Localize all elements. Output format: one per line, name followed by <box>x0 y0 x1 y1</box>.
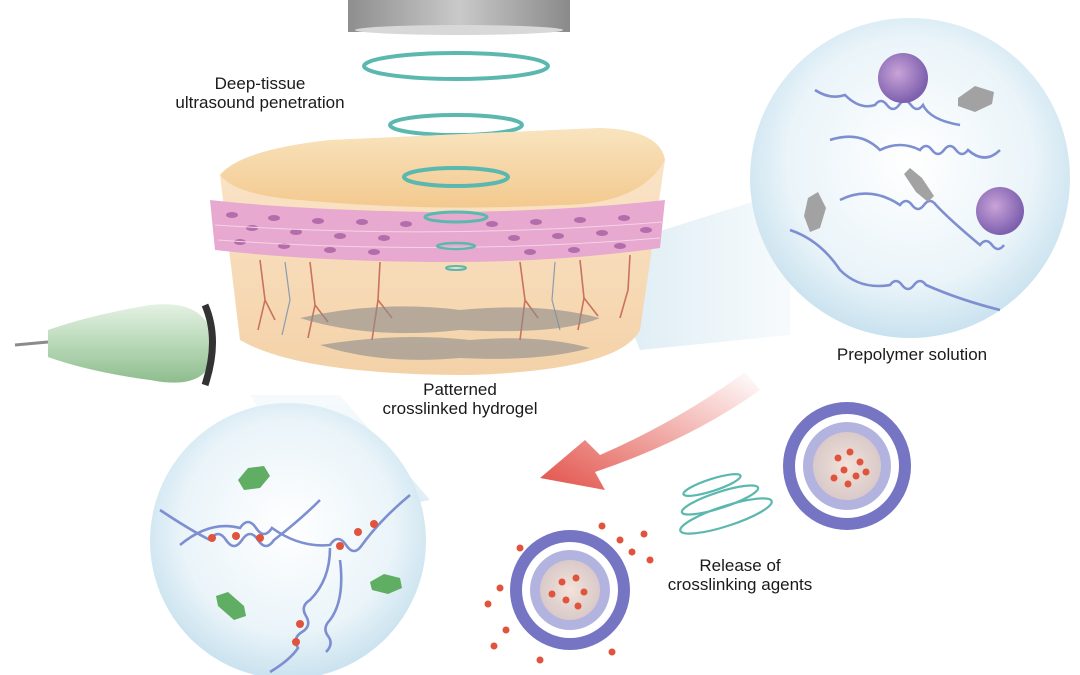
disrupted-liposome-icon <box>484 522 654 664</box>
ultrasound-wave-rings <box>362 51 550 137</box>
epidermis-cell-layer <box>210 200 665 262</box>
label-line: ultrasound penetration <box>175 93 345 112</box>
label-line: crosslinking agents <box>667 575 813 594</box>
label-line: Deep-tissue <box>214 74 306 93</box>
liposome-icon <box>783 402 911 530</box>
nanoparticle <box>878 53 1024 235</box>
tissue-block <box>210 128 665 375</box>
zoom-beam-prepolymer <box>600 190 790 350</box>
label-patterned-hydrogel: Patterned crosslinked hydrogel <box>360 380 560 418</box>
ultrasound-focus-rings <box>402 166 510 271</box>
release-ultrasound-rings <box>679 473 773 535</box>
cell-nuclei <box>226 212 652 255</box>
label-line: Patterned <box>423 380 497 399</box>
label-ultrasound-penetration: Deep-tissue ultrasound penetration <box>160 74 360 112</box>
polymer-chain-icon <box>789 88 1006 312</box>
patterned-hydrogel <box>300 306 600 360</box>
label-line: Release of <box>699 556 781 575</box>
prepolymer-bubble <box>750 18 1070 338</box>
release-arrow-icon <box>540 372 760 490</box>
crosslinker-dots <box>208 520 378 646</box>
label-line: crosslinked hydrogel <box>382 399 538 418</box>
label-prepolymer-solution: Prepolymer solution <box>812 345 1012 364</box>
label-line: Prepolymer solution <box>836 345 988 364</box>
hexagon-particle-icon <box>804 86 994 232</box>
label-release-crosslinking-agents: Release of crosslinking agents <box>640 556 840 594</box>
transducer-icon <box>348 0 570 35</box>
hydrogel-bubble <box>150 403 426 675</box>
gel-particle-icon <box>216 466 402 620</box>
ultrasound-probe-icon <box>14 303 216 387</box>
